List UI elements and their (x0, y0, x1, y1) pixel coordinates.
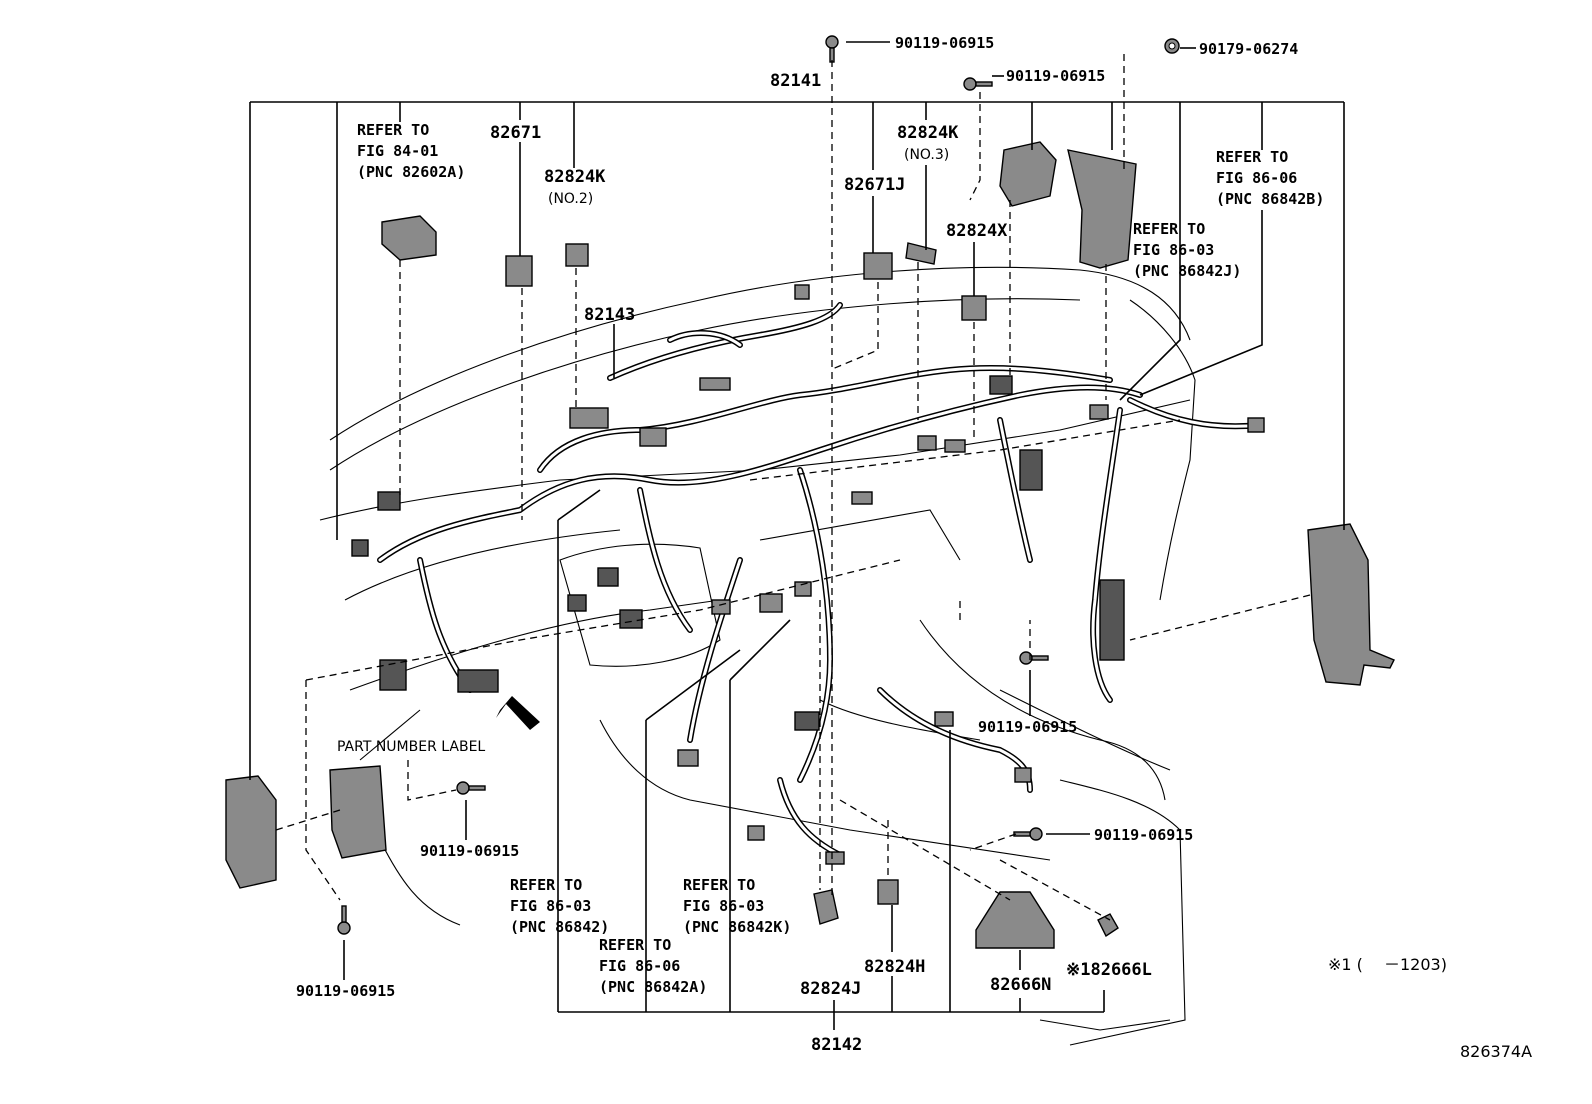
harness-connectors (351, 375, 1265, 865)
svg-text:(PNC 86842K): (PNC 86842K) (683, 918, 791, 936)
clamp-82824h (877, 879, 899, 905)
label-fastener-3: 90179-06274 (1199, 40, 1298, 58)
bolt-icon (825, 35, 839, 63)
svg-text:FIG 86-03: FIG 86-03 (510, 897, 591, 915)
label-82671: 82671 (490, 123, 541, 143)
junction-block-left-lower (329, 765, 387, 859)
svg-text:REFER TO: REFER TO (510, 876, 582, 894)
label-82143: 82143 (584, 305, 635, 325)
bolt-icon (337, 905, 351, 935)
diagram-code: 826374A (1460, 1042, 1532, 1061)
connector-82671j (863, 252, 893, 280)
svg-text:(PNC 86842A): (PNC 86842A) (599, 978, 707, 996)
ref-fig-86-03-k: REFER TO FIG 86-03 (PNC 86842K) (683, 876, 791, 936)
svg-text:FIG 86-03: FIG 86-03 (1133, 241, 1214, 259)
bolt-icon (1013, 827, 1043, 841)
label-82141: 82141 (770, 71, 821, 91)
svg-text:FIG 86-06: FIG 86-06 (1216, 169, 1297, 187)
connector-82602a (381, 215, 437, 261)
label-fastener-1: 90119-06915 (895, 34, 994, 52)
junction-block-right (1307, 523, 1395, 686)
wire-harness-trunk (377, 365, 1263, 858)
clamp-82824j (813, 889, 839, 925)
labels: 82141 82142 82143 82671 82824K (NO.2) 82… (296, 34, 1532, 1061)
svg-text:FIG 86-03: FIG 86-03 (683, 897, 764, 915)
label-82666n: 82666N (990, 975, 1051, 995)
label-82671j: 82671J (844, 175, 905, 195)
harness-82143 (607, 284, 843, 391)
label-82824j: 82824J (800, 979, 861, 999)
part-number-label-arrow (496, 696, 540, 730)
svg-text:FIG 84-01: FIG 84-01 (357, 142, 438, 160)
bolt-icon (963, 77, 993, 91)
label-fastener-6: 90119-06915 (1094, 826, 1193, 844)
label-fastener-4: 90119-06915 (978, 718, 1077, 736)
svg-text:REFER TO: REFER TO (1133, 220, 1205, 238)
label-no3: (NO.3) (904, 147, 949, 163)
svg-text:REFER TO: REFER TO (1216, 148, 1288, 166)
label-82824h: 82824H (864, 957, 925, 977)
label-82824k-no2: 82824K (544, 167, 606, 187)
connector-82824k-no2 (565, 243, 589, 267)
bracket-86842j (1067, 149, 1137, 269)
ref-fig-86-06-b: REFER TO FIG 86-06 (PNC 86842B) (1216, 148, 1324, 208)
label-82824x: 82824X (946, 221, 1008, 241)
svg-text:(PNC 82602A): (PNC 82602A) (357, 163, 465, 181)
bracket-82666n (975, 891, 1055, 949)
ref-fig-86-03-j: REFER TO FIG 86-03 (PNC 86842J) (1133, 220, 1241, 280)
svg-text:(PNC 86842B): (PNC 86842B) (1216, 190, 1324, 208)
footnote: ※1 ( －1203) (1328, 955, 1447, 974)
svg-text:(PNC 86842): (PNC 86842) (510, 918, 609, 936)
label-fastener-7: 90119-06915 (296, 982, 395, 1000)
callout-leader-lines (249, 41, 1345, 1030)
dashed-reference-lines (275, 54, 1311, 921)
relay-bracket (999, 141, 1057, 207)
label-82666l: ※182666L (1066, 960, 1152, 980)
bolt-icon (1019, 651, 1049, 665)
part-number-label: PART NUMBER LABEL (337, 739, 485, 755)
nut-icon (1164, 38, 1180, 54)
label-fastener-5: 90119-06915 (420, 842, 519, 860)
junction-block-left (225, 775, 277, 889)
clip-82666l (1097, 913, 1119, 938)
bolt-icon (456, 781, 486, 795)
svg-text:REFER TO: REFER TO (683, 876, 755, 894)
label-82824k-no3: 82824K (897, 123, 959, 143)
ref-fig-86-06-a: REFER TO FIG 86-06 (PNC 86842A) (599, 936, 707, 996)
svg-text:FIG 86-06: FIG 86-06 (599, 957, 680, 975)
connector-82824k-no3 (905, 242, 937, 265)
ref-fig-86-03: REFER TO FIG 86-03 (PNC 86842) (510, 876, 609, 936)
parts-components (225, 141, 1395, 949)
connector-82671 (505, 255, 533, 287)
label-fastener-2: 90119-06915 (1006, 67, 1105, 85)
ref-fig-84-01: REFER TO FIG 84-01 (PNC 82602A) (357, 121, 465, 181)
svg-text:REFER TO: REFER TO (599, 936, 671, 954)
label-no2: (NO.2) (548, 191, 593, 207)
svg-text:REFER TO: REFER TO (357, 121, 429, 139)
label-82142: 82142 (811, 1035, 862, 1055)
connector-82824x (961, 295, 987, 321)
svg-text:(PNC 86842J): (PNC 86842J) (1133, 262, 1241, 280)
bolts (337, 35, 1180, 935)
